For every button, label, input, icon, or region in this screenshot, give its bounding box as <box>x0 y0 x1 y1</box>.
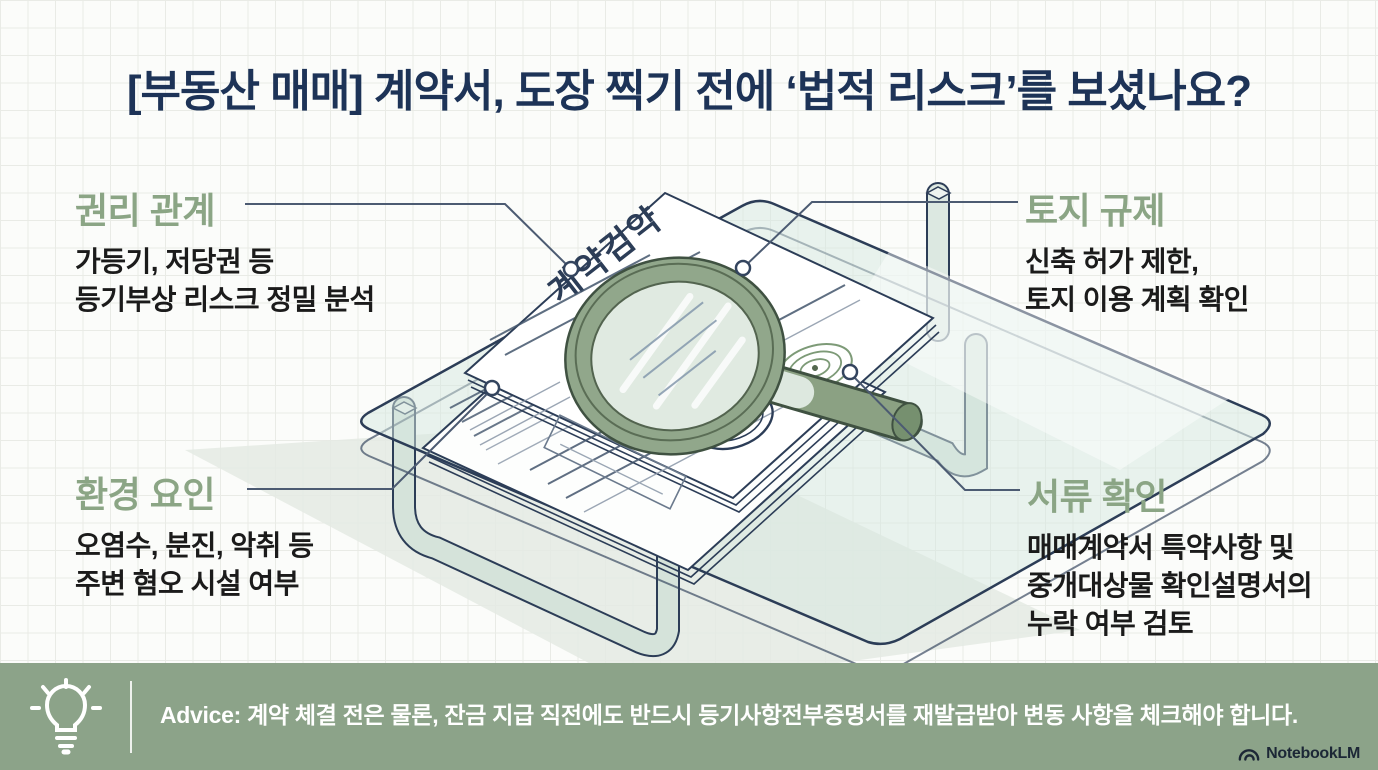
page-title: [부동산 매매] 계약서, 도장 찍기 전에 ‘법적 리스크’를 보셨나요? <box>126 67 1252 116</box>
callout-line-rights <box>245 203 572 270</box>
advice-bar: Advice: 계약 체결 전은 물론, 잔금 지급 직전에도 반드시 등기사항… <box>0 663 1378 770</box>
callout-land: 토지 규제 신축 허가 제한, 토지 이용 계획 확인 <box>1025 182 1249 319</box>
signature-box <box>543 414 687 510</box>
magnifying-glass <box>564 256 923 456</box>
callout-line-environment <box>247 388 493 490</box>
callout-rights-line1: 가등기, 저당권 등 <box>75 246 274 277</box>
callout-documents-line2: 중개대상물 확인설명서의 <box>1027 570 1313 601</box>
glass-highlight <box>840 250 1230 470</box>
callout-anchors <box>483 259 859 397</box>
callout-rights: 권리 관계 가등기, 저당권 등 등기부상 리스크 정밀 분석 <box>75 182 375 319</box>
callout-lines <box>245 201 1020 491</box>
callout-line-documents <box>849 372 1020 491</box>
callout-environment-line2: 주변 혐오 시설 여부 <box>75 568 299 599</box>
callout-environment-heading: 환경 요인 <box>75 474 215 515</box>
callout-documents: 서류 확인 매매계약서 특약사항 및 중개대상물 확인설명서의 누락 여부 검토 <box>1027 468 1313 643</box>
notebooklm-logo-icon <box>1238 749 1260 761</box>
advice-text: Advice: 계약 체결 전은 물론, 잔금 지급 직전에도 반드시 등기사항… <box>160 701 1298 728</box>
callout-documents-heading: 서류 확인 <box>1027 476 1167 517</box>
lightbulb-icon <box>30 677 102 754</box>
callout-land-line2: 토지 이용 계획 확인 <box>1025 284 1249 315</box>
callout-land-line1: 신축 허가 제한, <box>1025 246 1199 277</box>
callout-documents-line3: 누락 여부 검토 <box>1027 608 1194 639</box>
callout-environment-line1: 오염수, 분진, 악취 등 <box>75 530 314 561</box>
callout-documents-line1: 매매계약서 특약사항 및 <box>1027 532 1295 563</box>
callout-land-heading: 토지 규제 <box>1025 190 1165 231</box>
callout-rights-heading: 권리 관계 <box>75 190 215 231</box>
callout-rights-line2: 등기부상 리스크 정밀 분석 <box>75 284 375 315</box>
callout-line-land <box>742 201 1018 269</box>
callout-environment: 환경 요인 오염수, 분진, 악취 등 주변 혐오 시설 여부 <box>75 466 314 603</box>
notebooklm-logo-text: NotebookLM <box>1266 745 1360 762</box>
notebooklm-branding: NotebookLM <box>1238 745 1360 763</box>
advice-divider <box>130 680 132 753</box>
